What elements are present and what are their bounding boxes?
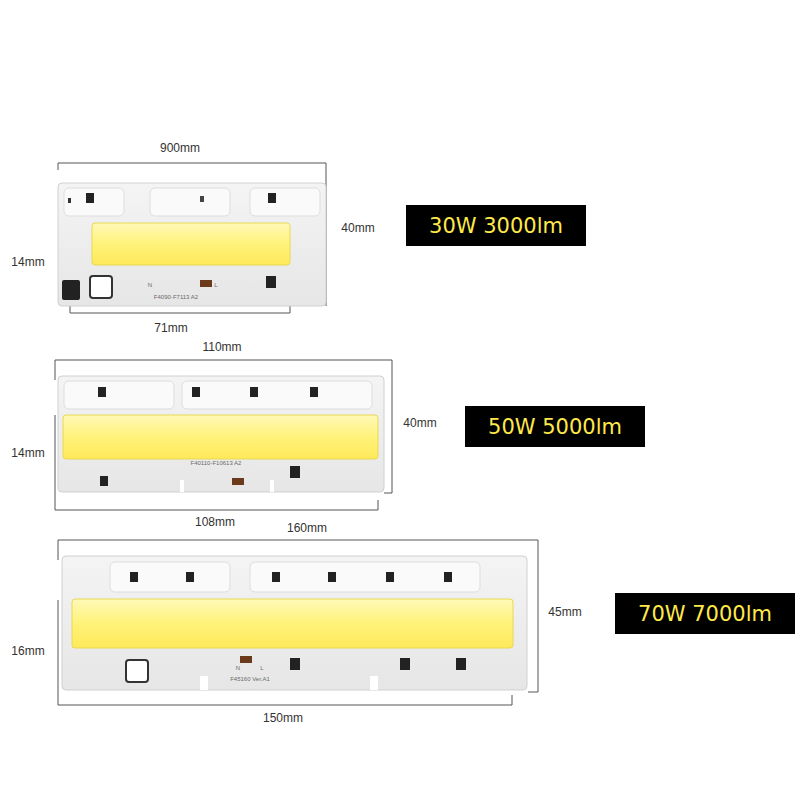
silkscreen-text: N xyxy=(148,282,152,288)
dimension-label: 900mm xyxy=(158,141,202,155)
spec-tag: 70W 7000lm xyxy=(615,593,795,634)
dimension-label: 71mm xyxy=(152,321,189,335)
spec-text: 30W 3000lm xyxy=(429,214,563,238)
silkscreen-text: L xyxy=(214,282,217,288)
dimension-label: 45mm xyxy=(546,605,583,619)
dimension-label: 160mm xyxy=(285,521,329,535)
dimension-label: 14mm xyxy=(9,255,46,269)
spec-tag: 50W 5000lm xyxy=(465,406,645,447)
spec-text: 70W 7000lm xyxy=(638,602,772,626)
dimension-label: 40mm xyxy=(339,221,376,235)
dimension-label: 14mm xyxy=(9,446,46,460)
dimension-label: 16mm xyxy=(9,644,46,658)
dimension-label: 108mm xyxy=(193,515,237,529)
dimension-label: 110mm xyxy=(200,340,243,354)
spec-tag: 30W 3000lm xyxy=(406,205,586,246)
silkscreen-text: F45160 Ver.A1 xyxy=(230,676,270,682)
spec-text: 50W 5000lm xyxy=(488,415,622,439)
dimension-label: 150mm xyxy=(261,711,305,725)
dimension-label: 40mm xyxy=(401,416,438,430)
silkscreen-text: F4090-F7113 A2 xyxy=(154,294,198,300)
silkscreen-text: L xyxy=(260,665,263,671)
silkscreen-text: N xyxy=(236,665,240,671)
silkscreen-text: F40110-F10613 A2 xyxy=(191,460,242,466)
